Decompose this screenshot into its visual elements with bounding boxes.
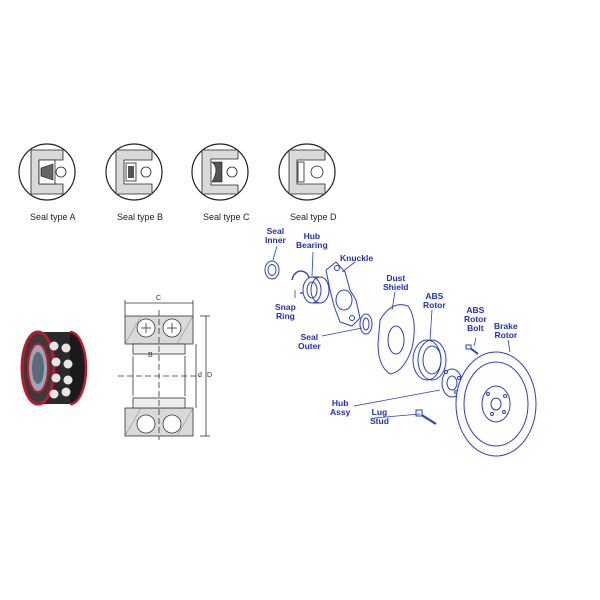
abs-rotor-label: ABS Rotor [423, 291, 446, 310]
seal-type-d-label: Seal type D [290, 212, 337, 222]
knuckle-label: Knuckle [340, 253, 374, 263]
dimension-small-d-label: d [198, 372, 202, 379]
abs-rotor-part [412, 339, 447, 381]
seal-inner-label: Seal Inner [265, 226, 286, 245]
hub-assy-label: Hub Assy [330, 398, 351, 417]
abs-rotor-bolt-part [465, 344, 479, 355]
dust-shield-part [377, 304, 415, 375]
seal-type-c-figure [191, 143, 249, 201]
snap-ring-label: Snap Ring [275, 302, 296, 321]
seal-type-b-figure [105, 143, 163, 201]
knuckle-part [325, 261, 361, 327]
seal-type-a-label: Seal type A [30, 212, 76, 222]
brake-rotor-part [455, 351, 537, 457]
seal-type-b-label: Seal type B [117, 212, 164, 222]
dust-shield-label: Dust Shield [383, 273, 409, 292]
hub-bearing-label: Hub Bearing [296, 231, 328, 250]
abs-rotor-bolt-label: ABS Rotor Bolt [464, 305, 487, 333]
dimension-c-label: C [156, 295, 162, 302]
dimension-big-d-label: D [207, 372, 213, 379]
seal-outer-label: Seal Outer [298, 332, 321, 351]
dimension-b-label: B [148, 352, 153, 359]
hub-bearing-part [302, 276, 330, 304]
brake-rotor-label: Brake Rotor [494, 321, 518, 340]
seal-type-a-figure [18, 143, 76, 201]
leader-lines [272, 245, 511, 419]
seal-type-c-label: Seal type C [203, 212, 250, 222]
lug-stud-label: Lug Stud [370, 407, 389, 426]
lug-stud-part [415, 409, 437, 425]
seal-type-d-figure [278, 143, 336, 201]
